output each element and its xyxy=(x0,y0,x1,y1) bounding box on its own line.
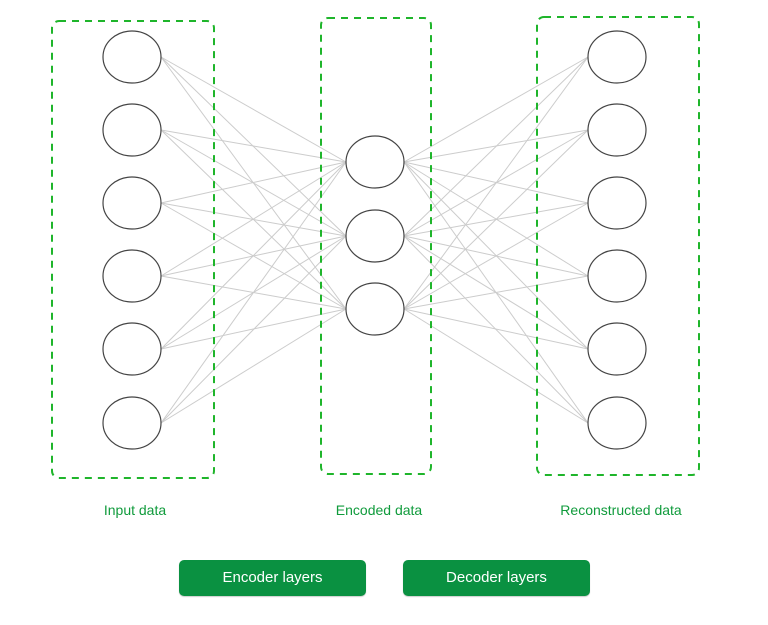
reconstructed-node xyxy=(587,103,647,157)
edge xyxy=(403,129,589,310)
encoded-node xyxy=(345,282,405,336)
input-data-label: Input data xyxy=(103,502,167,518)
edge xyxy=(403,275,589,310)
edge xyxy=(403,202,589,310)
encoded-node xyxy=(345,209,405,263)
edge xyxy=(160,308,347,424)
layer-boxes xyxy=(51,16,700,479)
reconstructed-data-label: Reconstructed data xyxy=(560,502,682,518)
reconstructed-layer-box xyxy=(536,16,700,476)
encoded-node xyxy=(345,135,405,189)
nodes xyxy=(102,30,647,450)
encoded-layer-box xyxy=(320,17,432,475)
edge xyxy=(403,56,589,237)
edges xyxy=(160,56,589,424)
encoder-layers-button[interactable]: Encoder layers xyxy=(179,560,366,596)
reconstructed-node xyxy=(587,322,647,376)
encoded-data-label: Encoded data xyxy=(335,502,423,518)
edge xyxy=(403,308,589,350)
input-node xyxy=(102,103,162,157)
input-node xyxy=(102,396,162,450)
input-node xyxy=(102,249,162,303)
edge xyxy=(160,161,347,204)
edge xyxy=(160,129,347,163)
edge xyxy=(160,161,347,277)
reconstructed-node xyxy=(587,176,647,230)
reconstructed-node xyxy=(587,30,647,84)
decoder-layers-button[interactable]: Decoder layers xyxy=(403,560,590,596)
edge xyxy=(403,56,589,310)
edge xyxy=(160,56,347,163)
reconstructed-node xyxy=(587,396,647,450)
edge xyxy=(403,56,589,163)
edge xyxy=(160,161,347,350)
input-node xyxy=(102,176,162,230)
input-layer-box xyxy=(51,20,215,479)
reconstructed-node xyxy=(587,249,647,303)
edge xyxy=(160,161,347,424)
input-node xyxy=(102,30,162,84)
input-node xyxy=(102,322,162,376)
edge xyxy=(403,308,589,424)
edge xyxy=(160,235,347,424)
